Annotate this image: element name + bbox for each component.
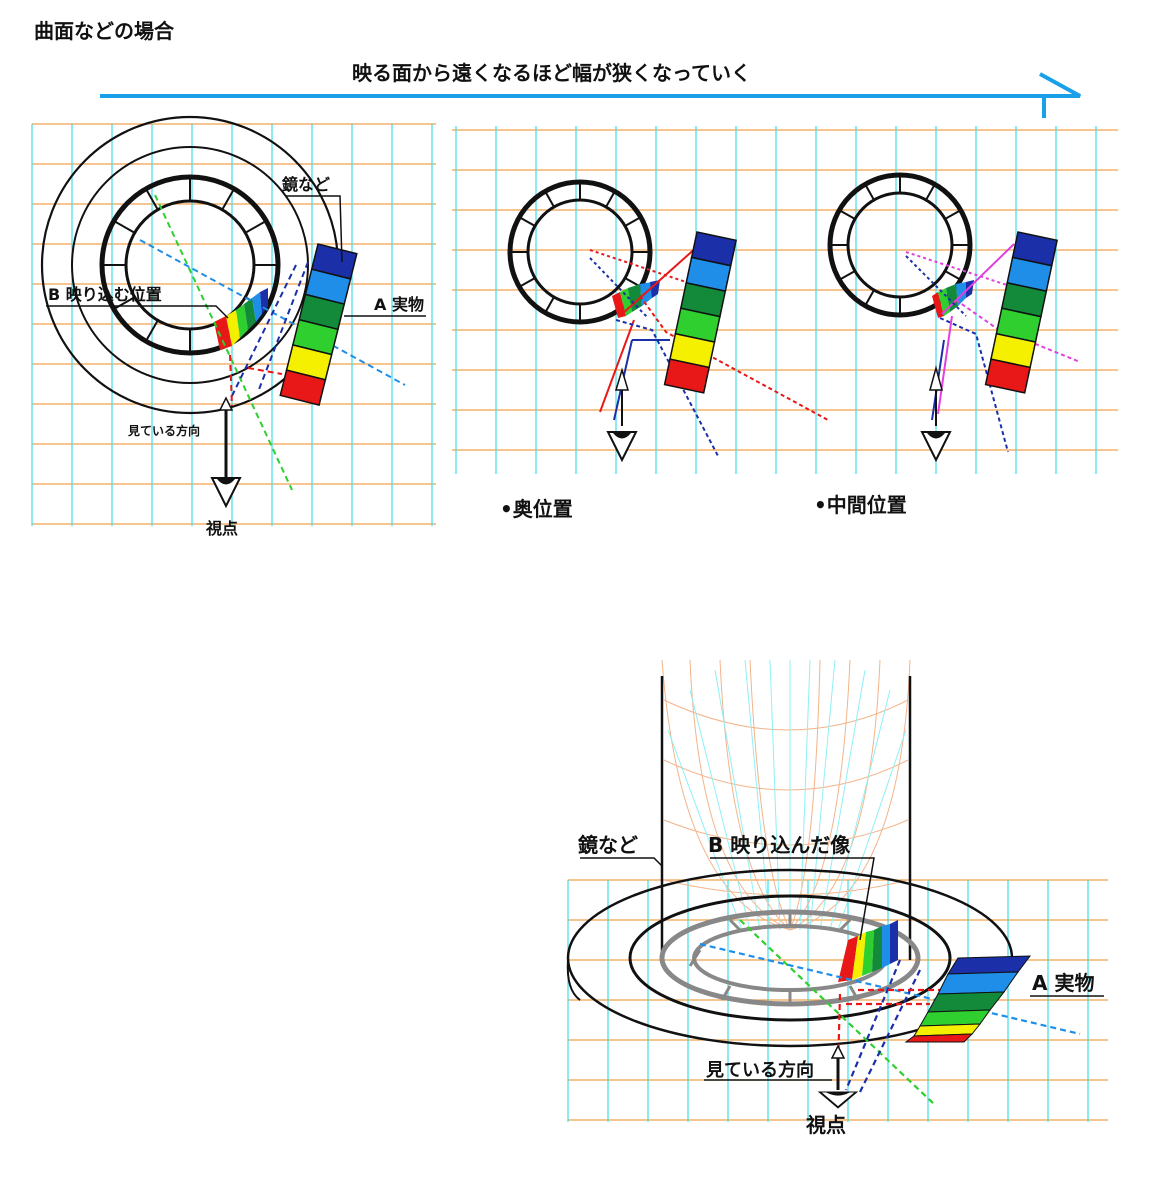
object-a-3d [904, 955, 1032, 1043]
direction-arrow [100, 72, 1081, 118]
arrow-caption: 映る面から遠くなるほど幅が狭くなっていく [352, 61, 751, 85]
viewer-left [211, 396, 241, 507]
caption-middle: •中間位置 [814, 493, 907, 517]
direction-label-left: 見ている方向 [127, 423, 200, 438]
grid-left [31, 123, 436, 526]
diagram-middle-position [827, 172, 1081, 461]
object-label-3d: A 実物 [1032, 971, 1094, 995]
reflection-b-middle [932, 280, 974, 318]
panel-right-top: •奥位置 •中間位置 [452, 126, 1118, 521]
grid-3d [567, 879, 1108, 1122]
object-label-left: A 実物 [374, 295, 424, 314]
mirror-ring-left [99, 174, 281, 356]
mirror-label-3d: 鏡など [578, 833, 638, 857]
mirror-ring-back [507, 179, 653, 325]
page-heading: 曲面などの場合 [34, 19, 175, 43]
sight-lines-3d [699, 919, 1081, 1105]
reflection-b-left [214, 288, 268, 350]
mirror-ring-middle [827, 172, 973, 318]
mirror-lattice [661, 659, 911, 931]
panel-3d: 鏡など B 映り込んだ像 A 実物 見ている方向 視点 [566, 659, 1108, 1137]
mirror-cylinder [660, 676, 912, 960]
reflection-b-3d [838, 920, 898, 982]
caption-back: •奥位置 [500, 497, 573, 521]
sight-lines-left [139, 194, 406, 491]
reflect-label-3d: B 映り込んだ像 [708, 833, 851, 857]
mirror-label-left: 鏡など [282, 175, 330, 194]
viewpoint-label-3d: 視点 [805, 1113, 846, 1137]
viewpoint-label-left: 視点 [205, 519, 238, 538]
diagram-back-position [507, 179, 829, 461]
viewer-3d [818, 1044, 858, 1109]
middle-circle [71, 146, 309, 384]
reflect-label-left: B 映り込む位置 [48, 285, 162, 304]
direction-label-3d: 見ている方向 [705, 1059, 814, 1081]
panel-left: 鏡など B 映り込む位置 A 実物 見ている方向 視点 [31, 115, 436, 538]
